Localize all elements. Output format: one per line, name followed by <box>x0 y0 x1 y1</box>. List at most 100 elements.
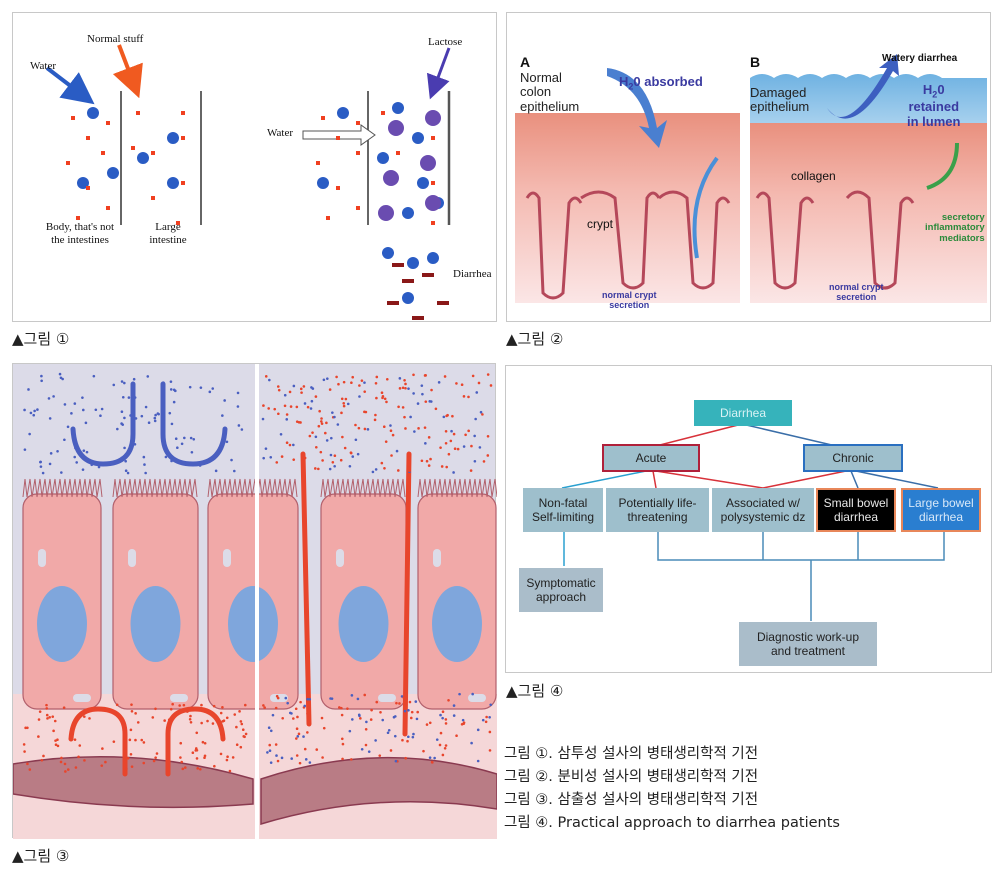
particle <box>441 710 445 714</box>
particle <box>356 697 360 701</box>
particle <box>203 741 207 745</box>
particle <box>269 729 273 733</box>
particle <box>447 452 451 456</box>
normal-particle <box>356 121 360 125</box>
particle <box>63 403 67 406</box>
particle <box>156 412 160 415</box>
figure-3-exudative-diagram <box>12 363 497 839</box>
particle <box>393 734 397 738</box>
crypt <box>658 190 731 290</box>
particle <box>200 703 203 707</box>
particle <box>280 756 284 760</box>
particle <box>461 718 465 722</box>
particle <box>237 424 241 427</box>
particle <box>180 760 184 764</box>
particle <box>85 450 89 454</box>
particle <box>425 723 429 726</box>
microvilli <box>112 478 198 498</box>
particle <box>83 759 86 762</box>
particle <box>281 716 284 720</box>
particle <box>130 703 133 706</box>
particle <box>213 764 216 768</box>
particle <box>236 405 240 408</box>
particle <box>295 737 298 740</box>
microvilli <box>320 478 406 498</box>
normal-particle <box>336 136 340 140</box>
particle <box>303 704 307 708</box>
particle <box>486 454 490 457</box>
particle <box>295 754 299 757</box>
particle <box>411 735 415 739</box>
particle <box>417 427 420 430</box>
particle <box>171 702 174 706</box>
particle <box>172 400 176 404</box>
label-large-line2: intestine <box>149 234 187 246</box>
particle <box>444 718 448 721</box>
particle <box>39 465 43 468</box>
particle <box>296 715 299 719</box>
particle <box>380 461 384 465</box>
particle <box>473 434 476 438</box>
particle <box>121 395 125 399</box>
node-line: Large bowel <box>908 496 974 510</box>
particle <box>478 446 482 449</box>
particle <box>443 746 447 750</box>
label-line: epithelium <box>750 99 810 115</box>
particle <box>359 717 362 720</box>
particle <box>140 738 144 742</box>
particle <box>41 471 45 475</box>
particle <box>136 721 140 724</box>
water-molecule <box>402 292 414 304</box>
particle <box>82 449 86 452</box>
particle <box>383 397 387 401</box>
particle <box>385 377 389 381</box>
particle <box>171 717 175 720</box>
capillary-left <box>13 755 254 809</box>
particle <box>315 748 319 751</box>
particle <box>239 720 243 723</box>
particle <box>133 442 137 446</box>
particle <box>333 454 337 457</box>
particle <box>392 715 396 719</box>
particle <box>104 760 107 764</box>
particle <box>375 700 379 704</box>
particle <box>363 427 367 431</box>
particle <box>134 417 138 420</box>
particle <box>428 721 432 725</box>
particle <box>53 719 57 723</box>
particle <box>183 766 187 769</box>
particle <box>33 409 36 413</box>
water-molecule <box>377 152 389 164</box>
particle <box>453 447 457 451</box>
particle <box>120 422 123 425</box>
particle <box>357 426 361 430</box>
particle <box>452 471 455 474</box>
particle <box>292 443 295 447</box>
particle <box>363 410 366 414</box>
particle <box>198 464 202 467</box>
particle <box>294 707 298 711</box>
particle <box>103 708 107 712</box>
particle <box>221 735 225 738</box>
particle <box>489 384 493 387</box>
particle <box>313 467 317 470</box>
particle <box>56 744 60 748</box>
particle <box>342 401 346 405</box>
particle <box>326 377 329 380</box>
particle <box>363 390 367 393</box>
particle <box>243 735 246 739</box>
particle <box>488 715 491 719</box>
u-arrow-blue <box>70 381 136 467</box>
label-rest: 0 absorbed <box>633 74 703 89</box>
particle <box>420 384 424 387</box>
particle <box>130 709 134 713</box>
particle <box>48 715 51 719</box>
normal-particle <box>321 116 325 120</box>
particle <box>29 411 33 415</box>
particle <box>401 738 404 742</box>
lactose-molecule <box>425 195 441 211</box>
particle <box>262 704 265 707</box>
particle <box>303 456 307 460</box>
normal-particle <box>356 151 360 155</box>
